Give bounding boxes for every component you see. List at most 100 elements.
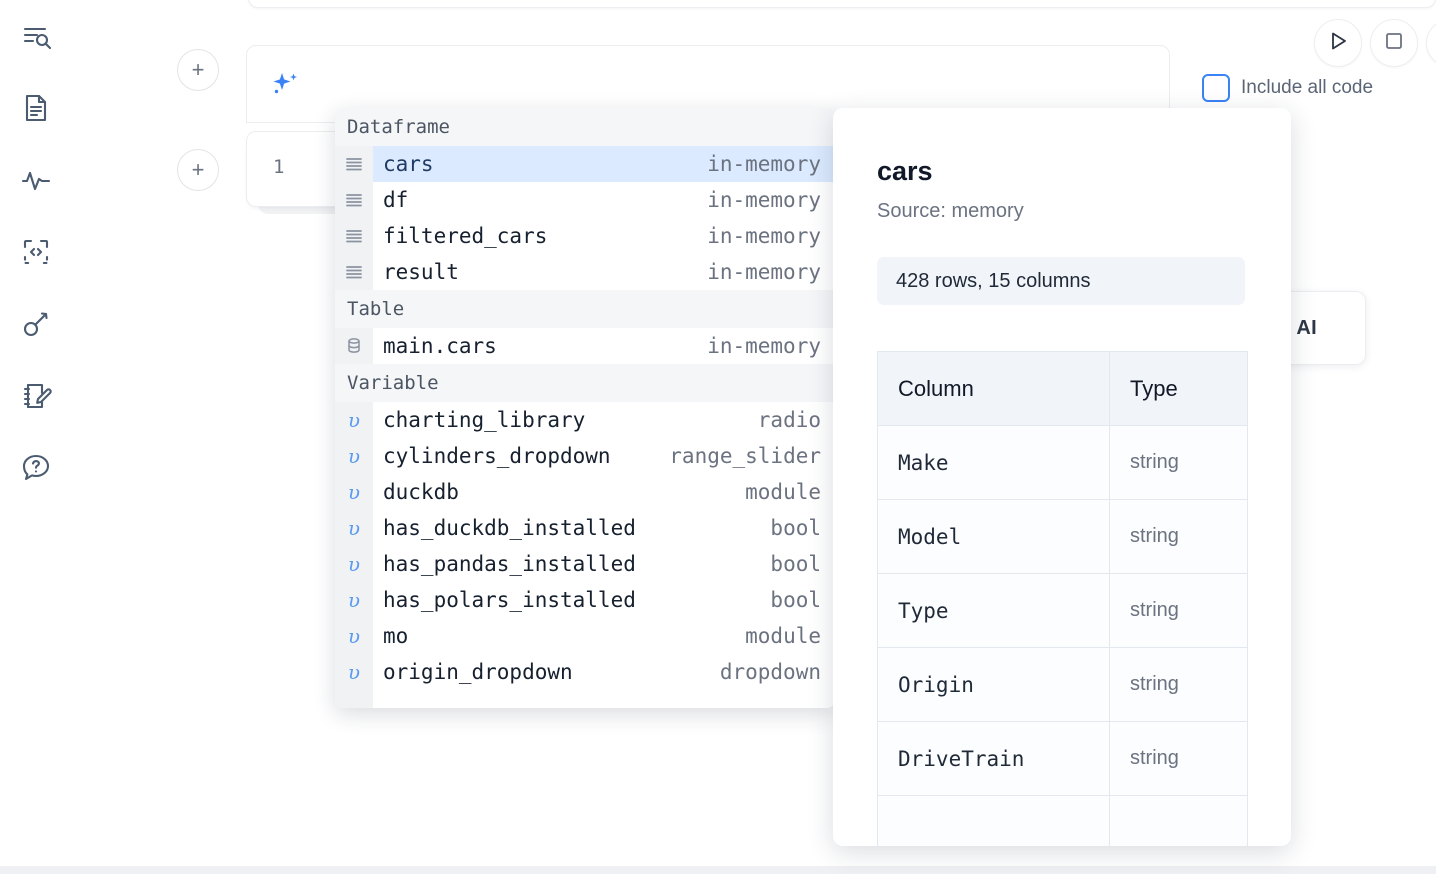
variable-icon: υ	[347, 444, 361, 468]
sidebar-item-help[interactable]	[12, 444, 60, 492]
table-db-icon	[335, 337, 373, 355]
sidebar-item-snippets[interactable]	[12, 228, 60, 276]
schema-column-type	[1109, 795, 1248, 846]
autocomplete-option[interactable]: υ has_polars_installed bool	[335, 582, 835, 618]
schema-column-type: string	[1109, 573, 1248, 648]
stop-button[interactable]	[1370, 19, 1418, 67]
option-meta: module	[745, 624, 821, 648]
option-name: cylinders_dropdown	[383, 444, 611, 468]
option-name: duckdb	[383, 480, 459, 504]
sidebar-item-scratchpad[interactable]	[12, 372, 60, 420]
sidebar-item-secrets[interactable]	[12, 300, 60, 348]
activity-pulse-icon	[20, 164, 52, 196]
option-background	[373, 254, 835, 290]
option-meta: range_slider	[669, 444, 821, 468]
include-all-code-checkbox[interactable]	[1202, 74, 1230, 102]
schema-column-type: string	[1109, 425, 1248, 500]
option-meta: bool	[770, 588, 821, 612]
autocomplete-option[interactable]: cars in-memory	[335, 146, 835, 182]
variable-icon: υ	[347, 588, 361, 612]
code-line-number: 1	[273, 156, 285, 178]
option-background	[373, 218, 835, 254]
help-chat-icon	[20, 452, 52, 484]
add-cell-above-button[interactable]: +	[177, 49, 219, 91]
schema-column-header: Type	[1109, 351, 1248, 426]
autocomplete-group-header: Table	[335, 290, 835, 328]
option-name: main.cars	[383, 334, 497, 358]
schema-column-name: DriveTrain	[877, 721, 1110, 796]
option-name: cars	[383, 152, 434, 176]
variable-icon: υ	[347, 516, 361, 540]
scratchpad-edit-icon	[20, 380, 52, 412]
autocomplete-option[interactable]: υ cylinders_dropdown range_slider	[335, 438, 835, 474]
schema-table-row	[877, 795, 1248, 846]
option-background	[373, 182, 835, 218]
option-name: has_duckdb_installed	[383, 516, 636, 540]
schema-column-name: Make	[877, 425, 1110, 500]
more-actions-button[interactable]	[1426, 19, 1436, 67]
run-button[interactable]	[1314, 19, 1362, 67]
dataframe-icon	[335, 263, 373, 281]
autocomplete-gutter	[335, 108, 373, 708]
autocomplete-group-header: Dataframe	[335, 108, 835, 146]
option-background	[373, 582, 835, 618]
schema-column-type: string	[1109, 647, 1248, 722]
option-meta: bool	[770, 516, 821, 540]
bottom-rule	[0, 866, 1436, 874]
schema-column-header: Column	[877, 351, 1110, 426]
play-icon	[1327, 30, 1349, 57]
option-name: has_polars_installed	[383, 588, 636, 612]
top-card-edge	[248, 0, 1436, 8]
option-background	[373, 618, 835, 654]
panel-title: cars	[877, 156, 933, 186]
schema-column-name: Origin	[877, 647, 1110, 722]
option-background	[373, 474, 835, 510]
autocomplete-group-header: Variable	[335, 364, 835, 402]
square-stop-icon	[1383, 30, 1405, 57]
outline-search-icon	[20, 20, 52, 52]
sidebar-rail	[0, 0, 72, 874]
variable-icon: υ	[347, 480, 361, 504]
panel-source: Source: memory	[877, 200, 1024, 222]
option-meta: dropdown	[719, 660, 821, 684]
sidebar-item-outline-search[interactable]	[12, 12, 60, 60]
include-all-code-row[interactable]: Include all code	[1202, 74, 1373, 102]
add-cell-below-button[interactable]: +	[177, 149, 219, 191]
variable-icon: υ	[347, 624, 361, 648]
sidebar-item-notebook-file[interactable]	[12, 84, 60, 132]
option-name: result	[383, 260, 459, 284]
option-background	[373, 438, 835, 474]
sidebar-item-activity[interactable]	[12, 156, 60, 204]
schema-column-type: string	[1109, 499, 1248, 574]
option-background	[373, 546, 835, 582]
option-meta: in-memory	[707, 152, 821, 176]
dataframe-icon	[335, 191, 373, 209]
variable-icon: υ	[347, 552, 361, 576]
autocomplete-option[interactable]: υ has_duckdb_installed bool	[335, 510, 835, 546]
schema-column-name: Type	[877, 573, 1110, 648]
panel-shape-badge: 428 rows, 15 columns	[877, 257, 1245, 305]
option-name: charting_library	[383, 408, 586, 432]
option-background	[373, 328, 835, 364]
option-background	[373, 510, 835, 546]
option-background	[373, 402, 835, 438]
notebook-file-icon	[20, 92, 52, 124]
option-background	[373, 654, 835, 690]
dataframe-icon	[335, 227, 373, 245]
